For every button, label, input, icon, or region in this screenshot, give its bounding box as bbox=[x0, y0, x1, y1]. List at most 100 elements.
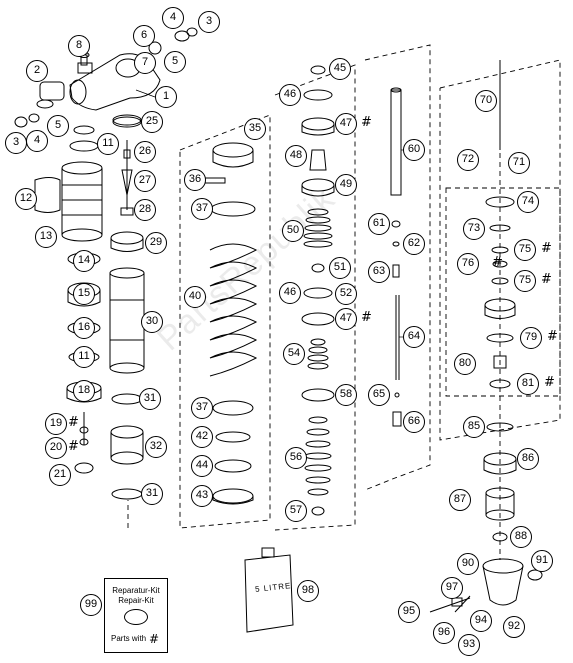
repair-kit-hash-mark: # bbox=[361, 115, 372, 130]
callout-part-47[interactable]: 47 bbox=[335, 308, 357, 330]
callout-part-40[interactable]: 40 bbox=[184, 286, 206, 308]
callout-part-29[interactable]: 29 bbox=[145, 232, 167, 254]
callout-part-54[interactable]: 54 bbox=[283, 343, 305, 365]
callout-part-92[interactable]: 92 bbox=[503, 616, 525, 638]
callout-part-16[interactable]: 16 bbox=[73, 317, 95, 339]
callout-part-26[interactable]: 26 bbox=[134, 141, 156, 163]
callout-part-42[interactable]: 42 bbox=[191, 426, 213, 448]
repair-kit-hash-mark: # bbox=[361, 310, 372, 325]
callout-part-45[interactable]: 45 bbox=[329, 58, 351, 80]
callout-part-49[interactable]: 49 bbox=[335, 174, 357, 196]
callout-part-91[interactable]: 91 bbox=[531, 550, 553, 572]
callout-part-15[interactable]: 15 bbox=[73, 283, 95, 305]
callout-part-97[interactable]: 97 bbox=[441, 577, 463, 599]
callout-part-37[interactable]: 37 bbox=[191, 198, 213, 220]
callout-part-30[interactable]: 30 bbox=[141, 311, 163, 333]
callout-part-70[interactable]: 70 bbox=[475, 90, 497, 112]
callout-part-32[interactable]: 32 bbox=[145, 436, 167, 458]
callout-part-85[interactable]: 85 bbox=[463, 416, 485, 438]
callout-part-13[interactable]: 13 bbox=[35, 226, 57, 248]
callout-part-21[interactable]: 21 bbox=[49, 464, 71, 486]
callout-part-74[interactable]: 74 bbox=[517, 191, 539, 213]
repair-kit-hash-mark: # bbox=[547, 329, 558, 344]
callout-part-4[interactable]: 4 bbox=[26, 130, 48, 152]
callout-part-5[interactable]: 5 bbox=[47, 115, 69, 137]
callout-part-47[interactable]: 47 bbox=[335, 113, 357, 135]
callout-part-12[interactable]: 12 bbox=[15, 188, 37, 210]
callout-part-96[interactable]: 96 bbox=[433, 622, 455, 644]
callout-part-31[interactable]: 31 bbox=[139, 388, 161, 410]
callout-part-11[interactable]: 11 bbox=[97, 133, 119, 155]
callout-part-99[interactable]: 99 bbox=[80, 594, 102, 616]
repair-kit-legend: Reparatur-Kit Repair-Kit Parts with # bbox=[104, 578, 168, 653]
callout-part-61[interactable]: 61 bbox=[368, 213, 390, 235]
callout-part-11[interactable]: 11 bbox=[73, 346, 95, 368]
adjuster-part bbox=[36, 81, 65, 109]
callout-part-75[interactable]: 75 bbox=[514, 270, 536, 292]
callout-part-64[interactable]: 64 bbox=[403, 326, 425, 348]
callout-part-46[interactable]: 46 bbox=[279, 84, 301, 106]
callout-part-73[interactable]: 73 bbox=[463, 218, 485, 240]
callout-part-37[interactable]: 37 bbox=[191, 397, 213, 419]
callout-part-7[interactable]: 7 bbox=[134, 52, 156, 74]
callout-part-31[interactable]: 31 bbox=[141, 483, 163, 505]
repair-kit-hash-mark: # bbox=[492, 255, 503, 270]
callout-part-19[interactable]: 19 bbox=[45, 413, 67, 435]
callout-part-71[interactable]: 71 bbox=[508, 152, 530, 174]
callout-part-6[interactable]: 6 bbox=[133, 25, 155, 47]
callout-part-80[interactable]: 80 bbox=[454, 353, 476, 375]
callout-part-28[interactable]: 28 bbox=[134, 199, 156, 221]
callout-part-18[interactable]: 18 bbox=[73, 380, 95, 402]
callout-part-48[interactable]: 48 bbox=[285, 145, 307, 167]
callout-part-52[interactable]: 52 bbox=[335, 283, 357, 305]
callout-part-3[interactable]: 3 bbox=[5, 132, 27, 154]
callout-part-63[interactable]: 63 bbox=[368, 261, 390, 283]
callout-part-87[interactable]: 87 bbox=[449, 489, 471, 511]
callout-part-46[interactable]: 46 bbox=[279, 282, 301, 304]
callout-part-93[interactable]: 93 bbox=[458, 634, 480, 656]
callout-part-2[interactable]: 2 bbox=[26, 60, 48, 82]
piston-rod-parts bbox=[390, 87, 402, 427]
callout-part-8[interactable]: 8 bbox=[68, 35, 90, 57]
kit-parts-with-label: Parts with bbox=[111, 634, 147, 643]
callout-part-51[interactable]: 51 bbox=[329, 257, 351, 279]
callout-part-95[interactable]: 95 bbox=[398, 601, 420, 623]
callout-part-81[interactable]: 81 bbox=[517, 373, 539, 395]
callout-part-1[interactable]: 1 bbox=[155, 86, 177, 108]
callout-part-60[interactable]: 60 bbox=[403, 139, 425, 161]
callout-part-88[interactable]: 88 bbox=[510, 526, 532, 548]
callout-part-36[interactable]: 36 bbox=[184, 169, 206, 191]
callout-part-25[interactable]: 25 bbox=[141, 111, 163, 133]
callout-part-56[interactable]: 56 bbox=[285, 447, 307, 469]
callout-part-3[interactable]: 3 bbox=[198, 11, 220, 33]
callout-part-50[interactable]: 50 bbox=[282, 220, 304, 242]
callout-part-27[interactable]: 27 bbox=[134, 170, 156, 192]
callout-part-76[interactable]: 76 bbox=[457, 253, 479, 275]
callout-part-90[interactable]: 90 bbox=[457, 553, 479, 575]
callout-part-65[interactable]: 65 bbox=[368, 384, 390, 406]
kit-label-en: Repair-Kit bbox=[118, 596, 154, 605]
callout-part-94[interactable]: 94 bbox=[470, 610, 492, 632]
callout-part-86[interactable]: 86 bbox=[517, 448, 539, 470]
callout-part-79[interactable]: 79 bbox=[520, 327, 542, 349]
callout-part-20[interactable]: 20 bbox=[45, 437, 67, 459]
callout-part-72[interactable]: 72 bbox=[457, 149, 479, 171]
callout-part-5[interactable]: 5 bbox=[164, 51, 186, 73]
callout-part-4[interactable]: 4 bbox=[162, 7, 184, 29]
callout-part-62[interactable]: 62 bbox=[403, 233, 425, 255]
callout-part-14[interactable]: 14 bbox=[73, 250, 95, 272]
callout-part-75[interactable]: 75 bbox=[514, 239, 536, 261]
callout-part-98[interactable]: 98 bbox=[297, 580, 319, 602]
callout-part-44[interactable]: 44 bbox=[191, 455, 213, 477]
callout-part-57[interactable]: 57 bbox=[285, 500, 307, 522]
repair-kit-hash-mark: # bbox=[544, 375, 555, 390]
repair-kit-hash-mark: # bbox=[541, 241, 552, 256]
callout-part-66[interactable]: 66 bbox=[403, 411, 425, 433]
callout-part-35[interactable]: 35 bbox=[244, 118, 266, 140]
callout-part-58[interactable]: 58 bbox=[335, 384, 357, 406]
oil-can-part bbox=[244, 547, 294, 633]
ktm-logo-icon bbox=[124, 609, 148, 625]
shim-stack-parts bbox=[301, 65, 335, 516]
callout-part-43[interactable]: 43 bbox=[191, 485, 213, 507]
